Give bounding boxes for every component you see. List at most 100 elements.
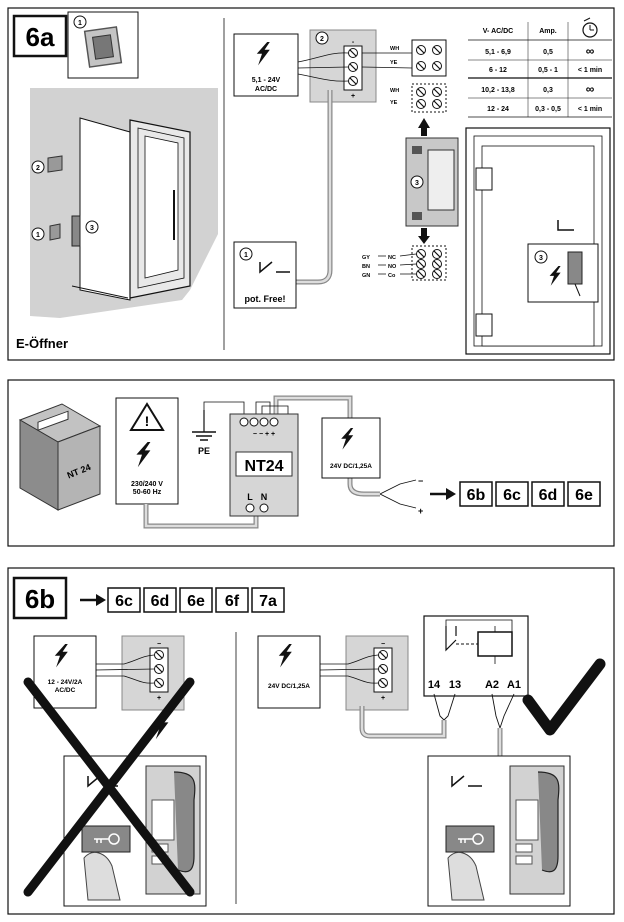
terminal-plus: +: [351, 93, 355, 100]
figure-tag-text: 6a: [26, 22, 55, 52]
ref-label: 7a: [259, 593, 277, 610]
ref-box-6b: [459, 481, 493, 507]
figure-tag-6b: [12, 576, 68, 620]
table-cell: ∞: [586, 44, 595, 58]
callout-2: 2: [36, 165, 40, 172]
door-opener-device: [71, 215, 81, 247]
terminal-l: L: [247, 492, 253, 502]
right-psu-label: 24V DC/1,25A: [268, 683, 310, 690]
terminal-minus: −: [381, 641, 385, 648]
ref-box-6d: [531, 481, 565, 507]
svg-text:!: !: [145, 413, 150, 429]
ref-label: 6e: [187, 593, 205, 610]
relay-term-a1: A1: [507, 679, 521, 691]
mains-frequency: 50-60 Hz: [133, 489, 162, 496]
output-label: 24V DC/1,25A: [330, 463, 372, 470]
finger-icon: [447, 851, 485, 901]
table-cell: < 1 min: [578, 106, 602, 113]
contact-no: NO: [388, 264, 397, 270]
wall-switch-1: [49, 223, 61, 241]
psu-label-acdc: AC/DC: [255, 86, 277, 93]
callout-1c: 1: [244, 252, 248, 259]
door-opening: [79, 117, 131, 301]
pe-label: PE: [198, 446, 210, 456]
out-plus: +: [418, 506, 423, 516]
wire-label-ye: YE: [390, 60, 398, 66]
panel-nt24: NT 24 ! 230/240 V 50-60 Hz PE: [7, 379, 615, 547]
ref-label: 6d: [151, 593, 170, 610]
finger-icon: [83, 851, 121, 901]
ref-label: 6d: [539, 487, 558, 504]
door-frame: [465, 127, 611, 355]
wire-label-wh: WH: [390, 46, 399, 52]
table-cell: 0,5: [543, 49, 553, 56]
terminal-minus: -: [352, 39, 355, 46]
left-psu-label-2: AC/DC: [55, 687, 76, 694]
wire-label-wh-2: WH: [390, 88, 399, 94]
nt24-module-3d: NT 24: [18, 403, 102, 511]
psu-label-voltage: 5,1 - 24V: [252, 77, 281, 84]
wire-label-ye-2: YE: [390, 100, 398, 106]
callout-1: 1: [78, 20, 82, 27]
contact-nc: NC: [388, 255, 396, 261]
nt24-label: NT24: [244, 458, 283, 475]
nt24-module: − − + + NT24 L N: [229, 413, 299, 517]
mains-voltage: 230/240 V: [131, 481, 163, 488]
ref-box: [215, 587, 249, 613]
wire-label-bn: BN: [362, 264, 370, 270]
table-cell: ∞: [586, 82, 595, 96]
opener-terminal-b: [411, 83, 447, 113]
ref-box: [107, 587, 141, 613]
right-intercom-station: [427, 755, 571, 907]
panel-6a: 6a 1 2 1 3 E-Öffner 5,1 - 24V AC/DC: [7, 7, 615, 361]
table-cell: 10,2 - 13,8: [481, 87, 515, 94]
ref-label: 6e: [575, 487, 593, 504]
switch-label: pot. Free!: [244, 294, 285, 304]
ref-box-6c: [495, 481, 529, 507]
ref-label: 6b: [467, 487, 486, 504]
arrow-right-icon: [96, 594, 106, 606]
caption-e-oeffner: E-Öffner: [16, 336, 68, 351]
opener-terminal-a: [411, 39, 447, 77]
table-cell: 0,5 - 1: [538, 67, 558, 74]
figure-tag-text: 6b: [25, 584, 55, 614]
relay: 14 13 A2 A1: [423, 615, 529, 697]
wall-switch-2: [47, 155, 63, 173]
left-psu-label: 12 - 24V/2A: [48, 679, 83, 686]
panel-6b: 6b 6c 6d 6e 6f 7a 12 - 24V/2A AC/DC − +: [7, 567, 615, 915]
ref-label: 6c: [115, 593, 133, 610]
terminal-n: N: [261, 492, 268, 502]
callout-3c: 3: [539, 255, 543, 262]
table-cell: < 1 min: [578, 67, 602, 74]
table-cell: 6 - 12: [489, 67, 507, 74]
ref-label: 6c: [503, 487, 521, 504]
switch-icon: [83, 26, 123, 68]
ref-box-6e: [567, 481, 601, 507]
table-cell: 0,3: [543, 87, 553, 94]
left-intercom-station: [63, 755, 207, 907]
ref-label: 6f: [225, 593, 240, 610]
warning-icon: [129, 402, 165, 431]
ref-box: [143, 587, 177, 613]
electric-door-opener: 3: [405, 137, 459, 227]
contact-co: Co: [388, 273, 396, 279]
ref-box: [179, 587, 213, 613]
callout-3b: 3: [415, 180, 419, 187]
wire-label-gy: GY: [362, 255, 370, 261]
relay-term-14: 14: [428, 679, 441, 691]
callout-3: 3: [90, 225, 94, 232]
figure-tag: [12, 14, 68, 58]
out-minus: −: [418, 476, 423, 486]
nt24-terminal-labels: − − + +: [253, 431, 275, 438]
ref-box: [251, 587, 285, 613]
table-cell: 12 - 24: [487, 106, 509, 113]
callout-2b: 2: [320, 36, 324, 43]
terminal-plus: +: [381, 695, 385, 702]
callout-1b: 1: [36, 232, 40, 239]
sensor-device: [567, 251, 583, 285]
relay-term-a2: A2: [485, 679, 499, 691]
terminal-minus: −: [157, 641, 161, 648]
wire-label-gn: GN: [362, 273, 370, 279]
spec-table: V- AC/DC Amp. 5,1 - 6,9 0,5 ∞ 6 - 12 0,5…: [468, 17, 612, 118]
